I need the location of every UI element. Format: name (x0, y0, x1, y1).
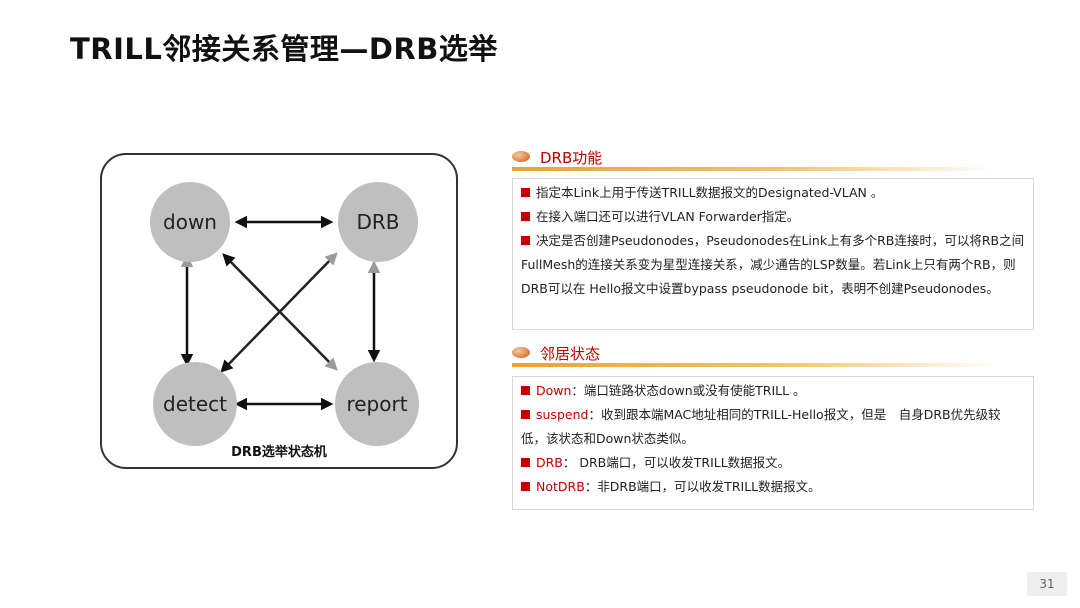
state-term: suspend (536, 407, 589, 422)
list-item: 决定是否创建Pseudonodes，Pseudonodes在Link上有多个RB… (521, 229, 1025, 301)
list-item: 指定本Link上用于传送TRILL数据报文的Designated-VLAN 。 (521, 181, 1025, 205)
state-desc: ：非DRB端口，可以收发TRILL数据报文。 (584, 479, 821, 494)
diagram-caption: DRB选举状态机 (231, 445, 327, 460)
state-node-drb: DRB (338, 182, 418, 262)
neighbor-state-box: Down：端口链路状态down或没有使能TRILL 。 suspend：收到跟本… (512, 376, 1034, 510)
state-desc: ：端口链路状态down或没有使能TRILL 。 (571, 383, 806, 398)
list-item: suspend：收到跟本端MAC地址相同的TRILL-Hello报文，但是 自身… (521, 403, 1025, 451)
section-title: DRB功能 (540, 149, 603, 167)
list-item-text: 决定是否创建Pseudonodes，Pseudonodes在Link上有多个RB… (521, 233, 1025, 296)
bullet-square-icon (521, 458, 530, 467)
state-node-detect: detect (153, 362, 237, 446)
state-node-down: down (150, 182, 230, 262)
list-item: Down：端口链路状态down或没有使能TRILL 。 (521, 379, 1025, 403)
list-item-text: 在接入端口还可以进行VLAN Forwarder指定。 (536, 209, 800, 224)
state-label-drb: DRB (356, 210, 399, 234)
bullet-square-icon (521, 410, 530, 419)
orange-bullet-icon (512, 347, 530, 358)
bullet-square-icon (521, 482, 530, 491)
bullet-square-icon (521, 386, 530, 395)
page-title: TRILL邻接关系管理—DRB选举 (70, 32, 498, 66)
page-number: 31 (1027, 572, 1067, 596)
state-label-detect: detect (163, 392, 227, 416)
list-item-text: 指定本Link上用于传送TRILL数据报文的Designated-VLAN 。 (536, 185, 884, 200)
state-term: DRB (536, 455, 563, 470)
section-underline (512, 363, 998, 367)
state-term: Down (536, 383, 572, 398)
list-item: 在接入端口还可以进行VLAN Forwarder指定。 (521, 205, 1025, 229)
bullet-square-icon (521, 236, 530, 245)
bullet-square-icon (521, 188, 530, 197)
state-label-down: down (163, 210, 217, 234)
state-machine-frame (100, 153, 458, 469)
state-node-report: report (335, 362, 419, 446)
arrow-detect-drb (220, 252, 338, 373)
drb-function-box: 指定本Link上用于传送TRILL数据报文的Designated-VLAN 。 … (512, 178, 1034, 330)
section-header-neighbor-state: 邻居状态 (512, 342, 998, 367)
state-desc: ：收到跟本端MAC地址相同的TRILL-Hello报文，但是 自身DRB优先级较… (521, 407, 1001, 446)
list-item: DRB： DRB端口，可以收发TRILL数据报文。 (521, 451, 1025, 475)
section-header-drb-function: DRB功能 (512, 146, 998, 171)
state-term: NotDRB (536, 479, 585, 494)
orange-bullet-icon (512, 151, 530, 162)
section-title: 邻居状态 (540, 345, 601, 363)
section-underline (512, 167, 998, 171)
list-item: NotDRB：非DRB端口，可以收发TRILL数据报文。 (521, 475, 1025, 499)
state-desc: ： DRB端口，可以收发TRILL数据报文。 (562, 455, 791, 470)
state-label-report: report (346, 392, 407, 416)
drb-state-machine-diagram: down DRB detect report (150, 182, 419, 446)
bullet-square-icon (521, 212, 530, 221)
